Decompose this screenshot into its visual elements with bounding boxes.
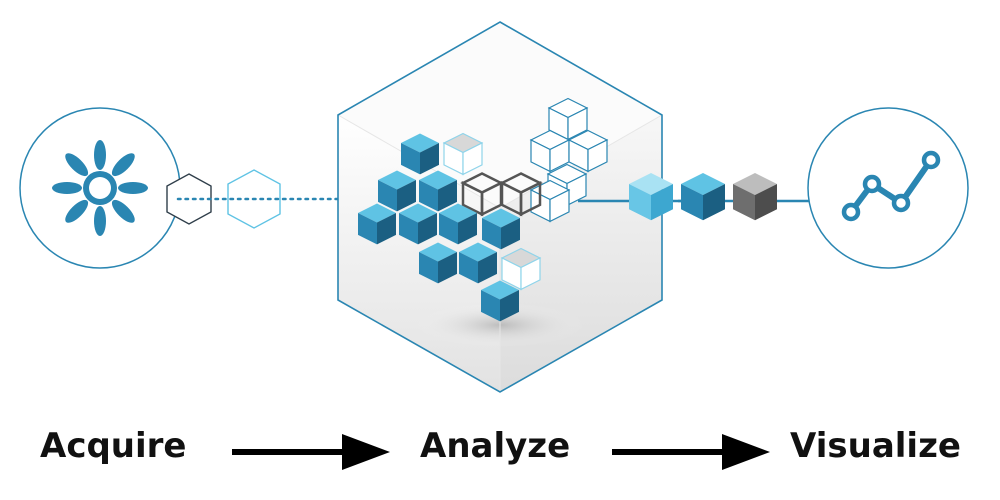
data-cube-2 <box>529 129 571 173</box>
sun-icon <box>52 140 148 236</box>
data-cube-13 <box>399 203 437 245</box>
analyze-box <box>337 21 663 393</box>
data-cube-3 <box>567 129 609 173</box>
step-label-visualize: Visualize <box>790 426 961 466</box>
data-cube-17 <box>459 242 497 284</box>
output-cube-gray <box>733 173 777 221</box>
step-label-analyze: Analyze <box>420 426 571 466</box>
data-cube-14 <box>439 203 477 245</box>
data-cube-12 <box>358 203 396 245</box>
visualize-circle <box>807 107 969 269</box>
arrow-analyze-to-visualize <box>612 434 770 470</box>
data-cube-6 <box>442 132 484 176</box>
data-cube-9 <box>401 133 439 175</box>
data-cube-8 <box>499 172 543 217</box>
data-cube-11 <box>419 170 457 212</box>
data-cube-1 <box>547 97 589 141</box>
line-chart-icon <box>841 150 941 222</box>
output-cubes <box>629 173 777 221</box>
data-cube-5 <box>529 179 571 223</box>
output-cube-light <box>629 173 673 221</box>
data-cube-19 <box>481 280 519 322</box>
data-cube-cluster <box>358 97 609 322</box>
output-cube-blue <box>681 173 725 221</box>
data-cube-15 <box>482 208 520 250</box>
data-cube-18 <box>500 247 542 291</box>
data-cube-16 <box>419 242 457 284</box>
step-label-acquire: Acquire <box>40 426 187 466</box>
data-cube-10 <box>378 170 416 212</box>
arrow-acquire-to-analyze <box>232 434 390 470</box>
